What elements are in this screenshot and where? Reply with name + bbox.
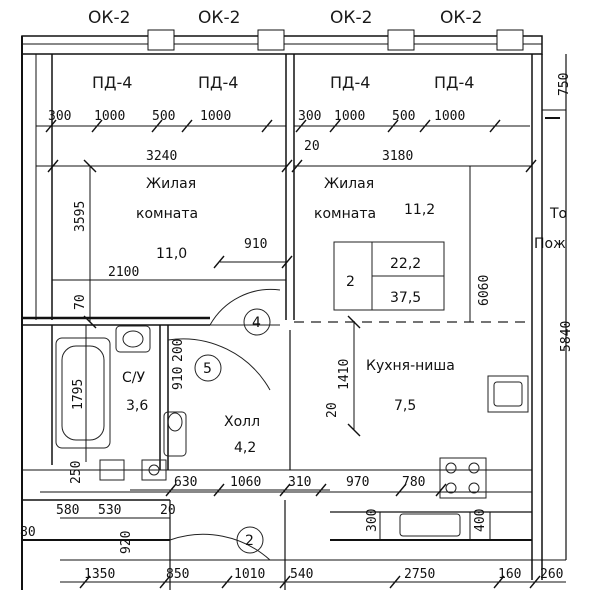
door-swing-bath: [167, 338, 271, 391]
dim-bottom-1: 1350: [84, 567, 115, 582]
dim-row2-left: 80: [20, 525, 36, 540]
dim-bottom-7: 260: [540, 567, 563, 582]
dim-row1-1: 630: [174, 475, 197, 490]
section-markers: 4 5 2: [194, 308, 271, 554]
marker-4: 4: [252, 315, 261, 331]
toilet: [163, 411, 187, 457]
dim-bottom-3: 1010: [234, 567, 265, 582]
bathroom-name: С/У: [122, 370, 145, 386]
dim-top-right-1: 300: [298, 109, 321, 124]
window-labels: ОК-2 ОК-2 ОК-2 ОК-2 ПД-4 ПД-4 ПД-4 ПД-4: [88, 8, 482, 92]
dim-200: 200: [171, 339, 186, 362]
dim-1410: 1410: [337, 359, 352, 390]
living2-line2: комната: [314, 206, 376, 222]
walls: [21, 29, 567, 590]
marker-2-circle: [236, 526, 264, 554]
dim-top-left-1: 300: [48, 109, 71, 124]
door-swing-entry: [169, 533, 271, 561]
sill-label-2: ПД-4: [198, 73, 238, 92]
sill-label-4: ПД-4: [434, 73, 474, 92]
living2-area: 11,2: [404, 202, 435, 218]
marker-5-circle: [194, 354, 222, 382]
fixtures: [55, 241, 529, 561]
door-swing-living: [209, 288, 281, 326]
right-cut-text-1: То: [549, 206, 567, 222]
dim-top-left-4: 1000: [200, 109, 231, 124]
window-label-3: ОК-2: [330, 8, 372, 28]
window-label-4: ОК-2: [440, 8, 482, 28]
dim-row2-1: 580: [56, 503, 79, 518]
dimension-lines: [36, 119, 566, 589]
kitchen-sink: [487, 375, 529, 413]
dim-row1-4: 970: [346, 475, 369, 490]
dim-top-right-2: 1000: [334, 109, 365, 124]
bathroom-area: 3,6: [126, 398, 148, 414]
dim-20-top: 20: [304, 139, 320, 154]
marker-5: 5: [203, 361, 212, 377]
stove: [439, 457, 487, 499]
dim-left-vertical: 3595: [73, 201, 88, 232]
dim-bottom-4: 540: [290, 567, 313, 582]
living1-line1: Жилая: [146, 176, 196, 192]
dim-top-right-3: 500: [392, 109, 415, 124]
dim-bath-vertical: 1795: [71, 379, 86, 410]
window-label-1: ОК-2: [88, 8, 130, 28]
dim-top-right-4: 1000: [434, 109, 465, 124]
room-labels: Жилая комната 11,0 Жилая комната 11,2 2 …: [122, 176, 567, 456]
hall-area: 4,2: [234, 440, 256, 456]
right-cut-text-2: Пож: [534, 236, 566, 252]
dim-bath-small: 250: [69, 461, 84, 484]
dim-300: 300: [365, 509, 380, 532]
dim-920: 920: [119, 531, 134, 554]
dim-row1-5: 780: [402, 475, 425, 490]
dim-row2-3: 20: [160, 503, 176, 518]
dim-bottom-5: 2750: [404, 567, 435, 582]
bathtub: [55, 337, 111, 449]
dim-400: 400: [473, 509, 488, 532]
dim-20-mid: 20: [325, 402, 340, 418]
dimension-texts: 300 1000 500 1000 300 1000 500 1000 3240…: [20, 73, 574, 582]
dim-910-h: 910: [244, 237, 267, 252]
living1-line2: комната: [136, 206, 198, 222]
dim-right-750: 750: [557, 73, 572, 96]
dim-room-width-left: 3240: [146, 149, 177, 164]
dim-5840: 5840: [559, 321, 574, 352]
dim-bottom-6: 160: [498, 567, 521, 582]
dim-left-small: 70: [73, 294, 88, 310]
dim-top-left-3: 500: [152, 109, 175, 124]
dim-room-width-right: 3180: [382, 149, 413, 164]
dim-910-v: 910: [171, 367, 186, 390]
dim-2100: 2100: [108, 265, 139, 280]
kitchen-area: 7,5: [394, 398, 416, 414]
dim-bottom-2: 850: [166, 567, 189, 582]
kitchen-name: Кухня-ниша: [366, 358, 455, 374]
living2-line1: Жилая: [324, 176, 374, 192]
dim-row2-2: 530: [98, 503, 121, 518]
window-label-2: ОК-2: [198, 8, 240, 28]
dim-row1-3: 310: [288, 475, 311, 490]
sill-label-3: ПД-4: [330, 73, 370, 92]
dim-top-left-2: 1000: [94, 109, 125, 124]
hall-name: Холл: [224, 414, 260, 430]
marker-2: 2: [245, 533, 254, 549]
apartment-rooms: 2: [346, 274, 355, 290]
dim-6060: 6060: [477, 275, 492, 306]
living1-area: 11,0: [156, 246, 187, 262]
apartment-total-area: 37,5: [390, 290, 421, 306]
dim-row1-2: 1060: [230, 475, 261, 490]
washing-machine: [99, 459, 125, 481]
apartment-living-area: 22,2: [390, 256, 421, 272]
bathroom-sink: [115, 325, 151, 353]
marker-4-circle: [243, 308, 271, 336]
sill-label-1: ПД-4: [92, 73, 132, 92]
